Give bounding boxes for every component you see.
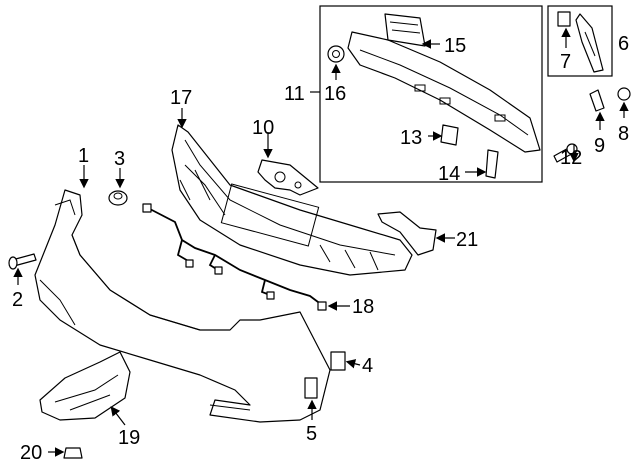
- callout-18: 18: [352, 296, 374, 318]
- callout-12: 12: [560, 147, 582, 169]
- callout-19: 19: [118, 427, 140, 449]
- mount-bracket: [440, 124, 459, 146]
- retaining-pin: [8, 253, 37, 270]
- bumper-nut: [327, 45, 345, 63]
- callout-labels: 1 2 3 4 5 6 7 8 9 10 11 12 13 14 15 16 1…: [12, 33, 629, 464]
- callout-7: 7: [560, 51, 571, 73]
- callout-8: 8: [618, 123, 629, 145]
- splash-shield: [39, 351, 131, 421]
- callout-21: 21: [456, 229, 478, 251]
- wiring-harness: [142, 203, 327, 311]
- reinforcement-group-box: [319, 5, 543, 183]
- callout-11: 11: [284, 83, 305, 105]
- mounting-screw: [589, 89, 605, 112]
- callout-2: 2: [12, 289, 23, 311]
- push-clip: [617, 87, 631, 101]
- bumper-bracket: [257, 159, 319, 196]
- bumper-cover: [34, 189, 331, 423]
- bumper-clip-upper: [330, 351, 346, 371]
- side-bracket: [485, 149, 499, 179]
- bumper-clip-lower: [304, 377, 318, 399]
- bumper-spacer: [108, 190, 128, 206]
- leader-lines: [13, 27, 629, 457]
- callout-10: 10: [252, 117, 274, 139]
- bumper-fascia: [171, 124, 413, 276]
- callout-14: 14: [438, 163, 460, 185]
- callout-5: 5: [306, 423, 317, 445]
- callout-13: 13: [400, 127, 422, 149]
- callout-17: 17: [170, 87, 192, 109]
- callout-16: 16: [324, 83, 346, 105]
- callout-15: 15: [444, 35, 466, 57]
- shield-nut: [63, 447, 83, 459]
- bracket-group-box: [547, 5, 613, 77]
- side-retainer: [377, 211, 437, 256]
- callout-9: 9: [594, 135, 605, 157]
- callout-1: 1: [78, 145, 89, 167]
- callout-3: 3: [114, 148, 125, 170]
- retainer-clip: [557, 11, 571, 27]
- impact-reinforcement: [347, 31, 541, 153]
- callout-20: 20: [20, 442, 42, 464]
- side-support-bracket: [575, 13, 604, 73]
- callout-4: 4: [362, 355, 373, 377]
- callout-6: 6: [618, 33, 629, 55]
